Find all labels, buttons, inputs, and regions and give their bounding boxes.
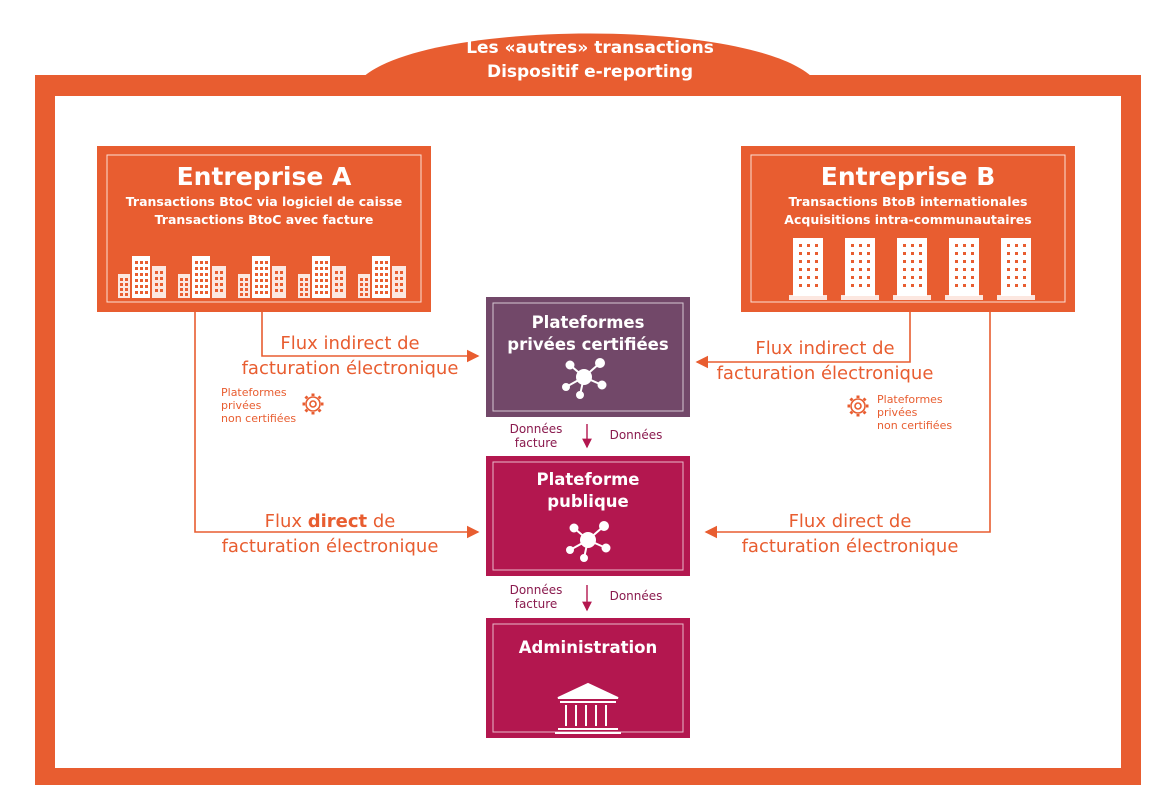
donnees-1: Données bbox=[609, 428, 663, 442]
administration-box bbox=[486, 618, 690, 738]
non-certifiees-right: Plateformes privées non certifiées bbox=[877, 393, 952, 432]
flux-indirect-right-line1: Flux indirect de bbox=[755, 338, 895, 359]
plateformes-privees-line2: privées certifiées bbox=[507, 335, 669, 354]
entreprise-a-line2: Transactions BtoC avec facture bbox=[154, 212, 374, 227]
donnees-facture-2: Données facture bbox=[500, 583, 572, 611]
building-icon bbox=[118, 256, 406, 298]
gear-icon bbox=[847, 395, 869, 417]
header-title-line1: Les «autres» transactions bbox=[466, 38, 714, 58]
non-certifiees-right-line2: privées bbox=[877, 406, 918, 419]
flux-indirect-right-line2: facturation électronique bbox=[716, 363, 934, 384]
entreprise-a-line1: Transactions BtoC via logiciel de caisse bbox=[125, 194, 403, 209]
facture-label: facture bbox=[514, 436, 558, 450]
building-icon bbox=[789, 238, 1035, 300]
network-hub-icon bbox=[566, 521, 611, 562]
arrow-direct-right bbox=[704, 312, 991, 539]
entreprise-a-title: Entreprise A bbox=[176, 162, 352, 191]
flux-direct-left-suffix: de bbox=[367, 511, 396, 532]
entreprise-b-line1: Transactions BtoB internationales bbox=[788, 194, 1028, 209]
non-certifiees-right-line1: Plateformes bbox=[877, 393, 943, 406]
plateforme-publique-box bbox=[486, 456, 690, 576]
flux-direct-left-line1: Flux direct de bbox=[185, 511, 475, 532]
flux-indirect-left-line1: Flux indirect de bbox=[280, 333, 420, 354]
non-certifiees-left: Plateformes privées non certifiées bbox=[221, 386, 296, 425]
flux-direct-left-prefix: Flux bbox=[264, 511, 308, 532]
arrow-indirect-right bbox=[695, 312, 911, 369]
donnees-facture-1: Données facture bbox=[500, 422, 572, 450]
header-tab bbox=[360, 33, 815, 80]
entreprise-b-line2: Acquisitions intra-communautaires bbox=[784, 212, 1032, 227]
flux-direct-right-line2: facturation électronique bbox=[741, 536, 959, 557]
plateformes-privees-box bbox=[486, 297, 690, 417]
plateforme-publique-line2: publique bbox=[547, 492, 629, 511]
administration-title: Administration bbox=[518, 638, 658, 657]
non-certifiees-left-line2: privées bbox=[221, 399, 262, 412]
flux-direct-right-line1: Flux direct de bbox=[788, 511, 912, 532]
donnees-label: Données bbox=[509, 583, 563, 597]
donnees-label: Données bbox=[509, 422, 563, 436]
non-certifiees-left-line1: Plateformes bbox=[221, 386, 287, 399]
plateformes-privees-line1: Plateformes bbox=[531, 313, 645, 332]
facture-label: facture bbox=[514, 597, 558, 611]
gear-icon bbox=[302, 393, 324, 415]
entreprise-b-title: Entreprise B bbox=[820, 162, 996, 191]
donnees-2: Données bbox=[609, 589, 663, 603]
network-hub-icon bbox=[562, 358, 607, 399]
flux-direct-left-bold: direct bbox=[307, 511, 368, 532]
entreprise-a-box bbox=[97, 146, 431, 312]
bank-building-icon bbox=[555, 682, 621, 734]
arrow-direct-left bbox=[194, 312, 480, 539]
plateforme-publique-line1: Plateforme bbox=[536, 470, 640, 489]
header-title-line2: Dispositif e-reporting bbox=[486, 62, 694, 82]
entreprise-b-box bbox=[741, 146, 1075, 312]
outer-frame bbox=[35, 33, 1141, 785]
connectors bbox=[194, 312, 991, 539]
flux-direct-left-line2: facturation électronique bbox=[221, 536, 439, 557]
flux-indirect-left-line2: facturation électronique bbox=[241, 358, 459, 379]
arrow-indirect-left bbox=[261, 312, 480, 363]
non-certifiees-left-line3: non certifiées bbox=[221, 412, 297, 425]
non-certifiees-right-line3: non certifiées bbox=[877, 419, 953, 432]
